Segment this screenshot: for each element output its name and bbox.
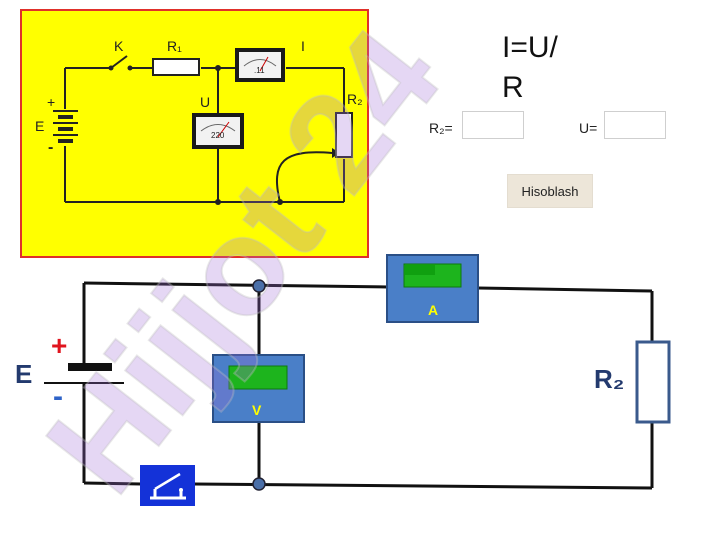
formula: I=U/ R [502,28,582,108]
switch-toggle[interactable] [140,465,195,506]
r2-field-label: R₂= [429,120,453,136]
r2-input[interactable] [462,111,524,139]
battery-symbol [53,110,78,143]
formula-line-2: R [502,71,524,104]
voltmeter-label-v: V [252,402,262,418]
r1-resistor [152,58,200,76]
calculate-button[interactable]: Hisoblash [507,174,593,208]
schematic-panel: K R₁ I .11 U 220 E + - R₂ [20,9,369,258]
ammeter-label-a: A [428,302,439,318]
ammeter-label: I [301,38,305,54]
voltmeter-label: U [200,94,211,110]
junction-top [252,279,266,293]
rheostat-label: R₂ [347,91,363,107]
r1-label: R₁ [167,38,182,54]
source-label: E [35,118,45,134]
source-label-e: E [15,359,33,389]
ammeter-reading: .11 [254,66,265,75]
schematic-voltmeter [192,113,244,149]
plus-sign: + [47,94,56,110]
schematic-ammeter [235,48,285,82]
voltmeter-device [212,354,305,423]
plus-terminal: + [51,330,68,361]
minus-sign: - [48,139,54,156]
ammeter-device [386,254,479,323]
schematic-diagram [53,48,353,205]
voltmeter-reading: 220 [211,131,225,140]
switch-label: K [114,38,124,54]
switch-lever-icon [150,472,186,500]
formula-line-1: I=U/ [502,31,558,64]
junction-bottom [252,477,266,491]
rheostat-r2 [335,112,353,158]
u-input[interactable] [604,111,666,139]
minus-terminal: - [53,380,63,413]
resistor-label-r2: R₂ [594,364,625,394]
u-field-label: U= [579,120,598,136]
resistor-r2 [635,340,671,424]
